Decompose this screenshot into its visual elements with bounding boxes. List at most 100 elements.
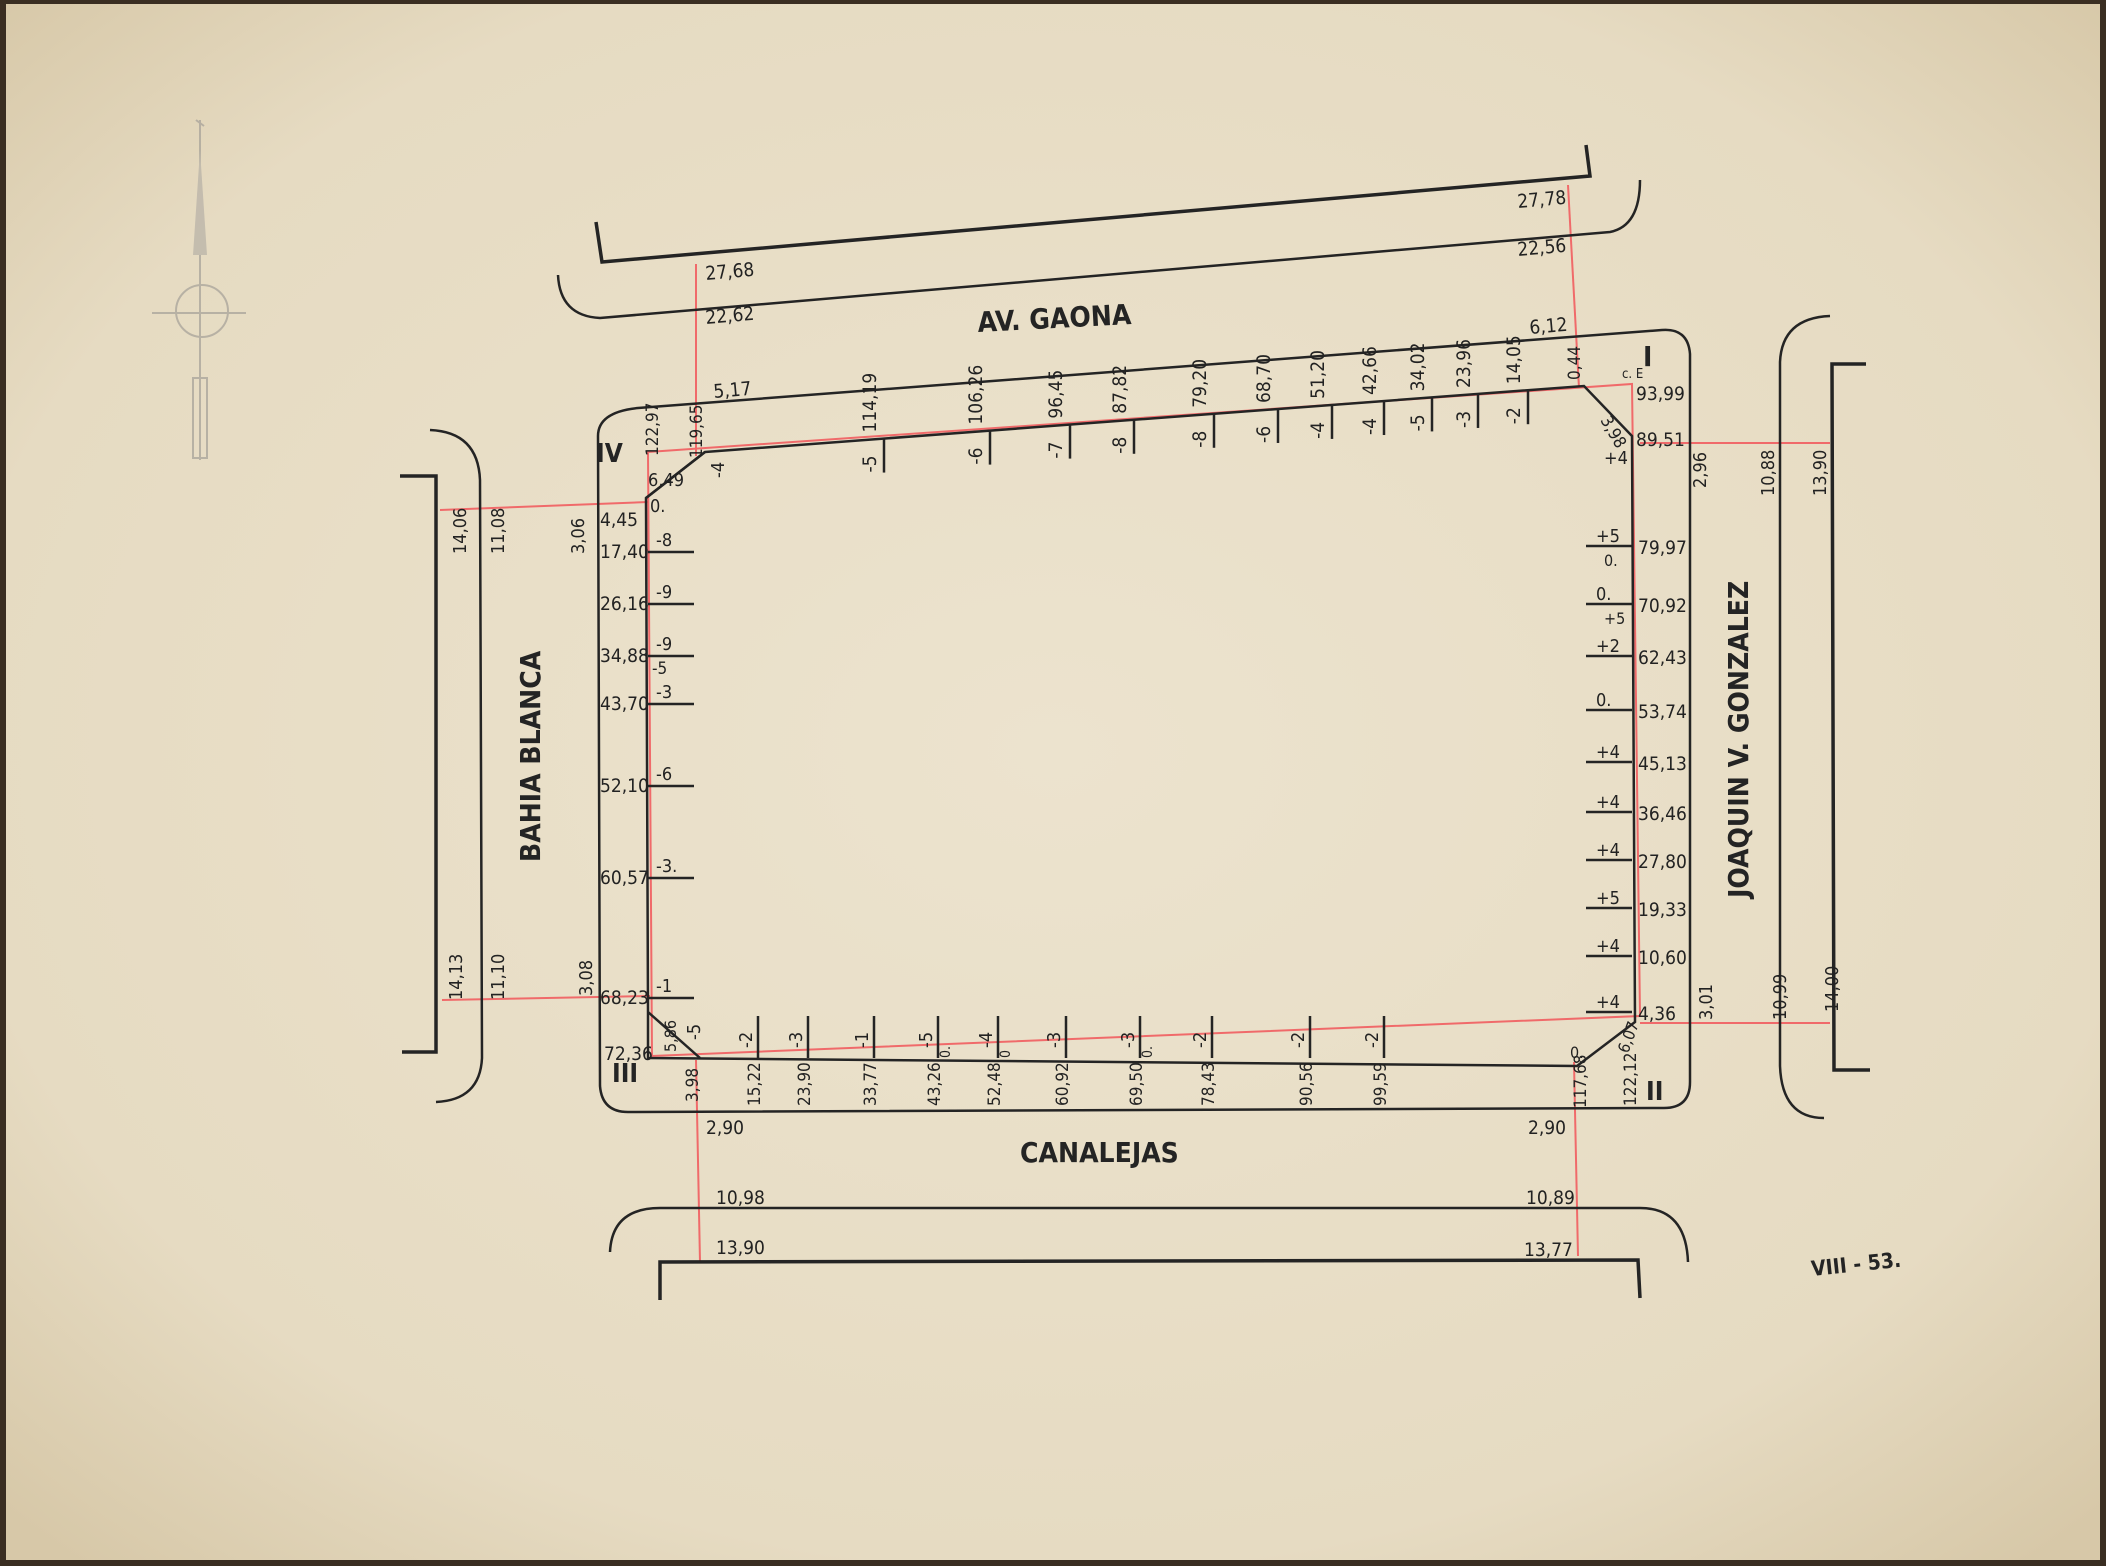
- south-right-sidewalk-width: 2,90: [1528, 1117, 1566, 1139]
- south-offset-distance: 69,50: [1127, 1062, 1147, 1106]
- north-corner-left-offset: -4: [708, 462, 729, 478]
- west-corner-top-dist: 4,45: [600, 509, 638, 531]
- east-offset-distance: 45,13: [1638, 753, 1687, 775]
- south-left-sidewalk-width: 2,90: [706, 1117, 744, 1139]
- west-bottom-sidewalk-width: 3,08: [576, 960, 597, 996]
- east-offset-value: 0.: [1596, 690, 1611, 711]
- west-offset-value: -8: [656, 530, 672, 551]
- south-offset-distance: 52,48: [985, 1062, 1005, 1106]
- north-offset-value: -4: [1307, 422, 1329, 439]
- east-offset-value: 0.: [1596, 584, 1611, 605]
- north-left-building-width: 27,68: [705, 259, 756, 285]
- east-bottom-sidewalk-width: 3,01: [1696, 984, 1717, 1020]
- corner-label-iii: III: [612, 1059, 638, 1089]
- north-corner-right-dist: 93,99: [1636, 383, 1685, 405]
- street-name-east: JOAQUIN V. GONZALEZ: [1722, 581, 1755, 900]
- west-offset-value: -3.: [656, 856, 677, 877]
- south-offset-value: -3: [1044, 1032, 1065, 1048]
- north-offset-value: -6: [1253, 426, 1275, 443]
- south-left-curb-width: 10,98: [716, 1187, 765, 1209]
- east-offset-distance: 10,60: [1638, 947, 1687, 969]
- north-left-curb-width: 22,62: [705, 303, 756, 329]
- west-offset-distance: 68,23: [600, 987, 649, 1009]
- north-arrow-icon: [152, 119, 246, 460]
- east-offset-value: +5: [1596, 888, 1620, 909]
- north-offset-value: -4: [1359, 418, 1381, 435]
- south-corner-left-offset: -5: [684, 1024, 705, 1040]
- north-offset-value: -2: [1503, 407, 1525, 424]
- east-offset-distance: 53,74: [1638, 701, 1687, 723]
- south-offset-value: -3: [786, 1032, 807, 1048]
- north-offset-value: -5: [1407, 414, 1429, 431]
- south-offset-distance: 33,77: [861, 1062, 881, 1106]
- street-lines: [400, 144, 1870, 1300]
- street-name-west: BAHIA BLANCA: [514, 650, 547, 862]
- north-right-building-width: 27,78: [1517, 187, 1568, 213]
- west-offset-value: -3: [656, 682, 672, 703]
- south-offset-distance: 78,43: [1199, 1062, 1219, 1106]
- north-corner-left-inner: 119,65: [687, 405, 707, 459]
- north-right-sidewalk-width: 6,12: [1529, 314, 1569, 339]
- west-offset-distance: 52,10: [600, 775, 649, 797]
- south-offset-value-secondary: 0: [998, 1050, 1014, 1058]
- west-offset-value: -9: [656, 582, 672, 603]
- south-offset-distance: 90,56: [1297, 1062, 1317, 1106]
- north-right-curb-width: 22,56: [1517, 235, 1568, 261]
- corner-label-ii: II: [1646, 1077, 1663, 1107]
- corner-label-i: I: [1643, 340, 1652, 373]
- west-bottom-building-width: 14,13: [446, 954, 467, 1000]
- east-offset-value: +4: [1596, 742, 1620, 763]
- east-offset-value: +2: [1596, 636, 1620, 657]
- west-offset-distance: 43,70: [600, 693, 649, 715]
- corner-label-iv: IV: [596, 439, 623, 469]
- survey-lines: [439, 184, 1830, 1263]
- south-offset-distance: 60,92: [1053, 1062, 1073, 1106]
- north-offset-value: -3: [1453, 411, 1475, 428]
- block-outline: [596, 328, 1692, 1114]
- north-offset-distance: 34,02: [1407, 342, 1429, 391]
- east-corner-bottom-zero: 0.: [1570, 1043, 1584, 1062]
- east-offset-value: +4: [1596, 792, 1620, 813]
- south-offset-value: -2: [736, 1032, 757, 1048]
- north-offset-value: -6: [965, 448, 987, 465]
- south-offset-value: -1: [852, 1032, 873, 1048]
- east-offset-value: +4: [1596, 936, 1620, 957]
- south-offset-distance: 43,26: [925, 1062, 945, 1106]
- north-offset-distance: 23,96: [1453, 339, 1475, 388]
- south-offset-distance: 99,59: [1371, 1062, 1391, 1106]
- south-offset-value: -2: [1190, 1032, 1211, 1048]
- street-name-south: CANALEJAS: [1020, 1136, 1179, 1169]
- west-offset-value: -1: [656, 976, 672, 997]
- south-offset-value: -3: [1118, 1032, 1139, 1048]
- north-offset-distance: 51,20: [1307, 350, 1329, 399]
- west-offset-distance: 34,88: [600, 645, 649, 667]
- east-bottom-curb-width: 10,99: [1770, 974, 1791, 1020]
- west-offset-value: -6: [656, 764, 672, 785]
- west-bottom-curb-width: 11,10: [488, 954, 509, 1000]
- west-top-building-width: 14,06: [450, 508, 471, 554]
- north-offset-value: -5: [859, 456, 881, 473]
- street-name-north: AV. GAONA: [977, 298, 1133, 339]
- north-left-sidewalk-width: 5,17: [713, 378, 753, 403]
- south-right-curb-width: 10,89: [1526, 1187, 1575, 1209]
- west-offset-distance: 26,16: [600, 593, 649, 615]
- north-offset-distance: 96,45: [1045, 370, 1067, 419]
- west-top-sidewalk-width: 3,06: [568, 518, 589, 554]
- west-offset-distance: 17,40: [600, 541, 649, 563]
- east-top-building-width: 13,90: [1810, 450, 1831, 496]
- east-offset-value: +5: [1596, 526, 1620, 547]
- south-left-building-width: 13,90: [716, 1237, 765, 1259]
- south-offset-value-secondary: 0.: [938, 1046, 954, 1058]
- north-offset-value: -8: [1109, 437, 1131, 454]
- east-corner-top-dist: 89,51: [1636, 429, 1685, 451]
- paper-sheet: [6, 4, 2100, 1560]
- south-offset-value: -5: [916, 1032, 937, 1048]
- west-top-curb-width: 11,08: [488, 508, 509, 554]
- east-offset-value-secondary: +5: [1604, 609, 1625, 628]
- east-offset-distance: 19,33: [1638, 899, 1687, 921]
- east-offset-ticks: [1586, 544, 1632, 1014]
- south-offset-value-secondary: 0.: [1140, 1046, 1156, 1058]
- corner-note-i: c. E: [1622, 367, 1643, 382]
- south-offset-value: -2: [1288, 1032, 1309, 1048]
